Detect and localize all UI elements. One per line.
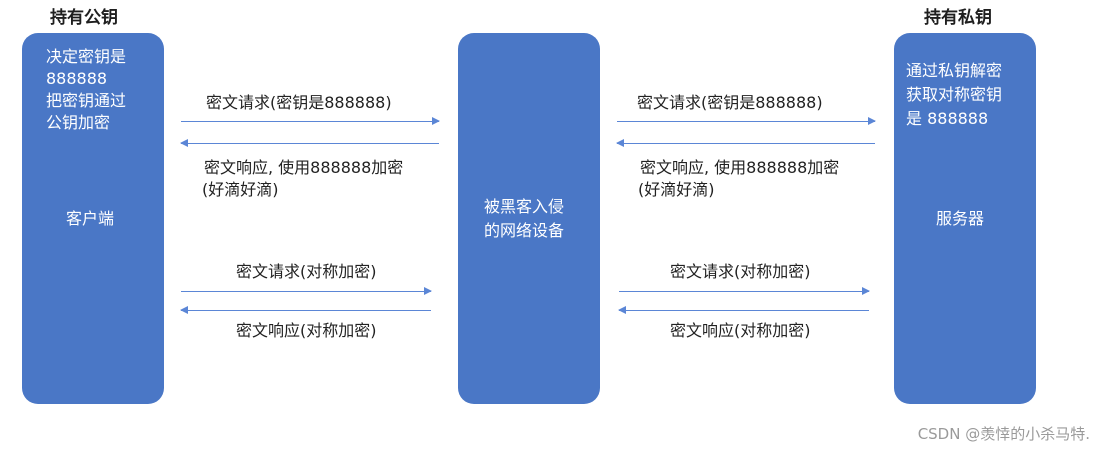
client-line: 公钥加密 xyxy=(46,113,111,132)
middle-line: 被黑客入侵 xyxy=(484,197,565,216)
right-req2-label: 密文请求(对称加密) xyxy=(670,262,811,281)
right-req2-arrow xyxy=(619,287,870,295)
right-resp1-label: (好滴好滴) xyxy=(638,180,715,199)
client-box: 决定密钥是 888888 把密钥通过 公钥加密 客户端 xyxy=(22,33,164,404)
left-resp2-arrow xyxy=(180,306,431,314)
middle-line: 的网络设备 xyxy=(484,221,565,240)
right-resp2-arrow xyxy=(618,306,869,314)
right-req1-label: 密文请求(密钥是888888) xyxy=(637,93,823,112)
middle-box: 被黑客入侵 的网络设备 xyxy=(458,33,600,404)
client-heading: 持有公钥 xyxy=(50,8,118,28)
left-req1-arrow xyxy=(181,117,440,125)
left-resp1-arrow xyxy=(180,139,439,147)
left-req2-arrow xyxy=(181,287,432,295)
right-resp1-arrow xyxy=(616,139,875,147)
right-resp1-label: 密文响应, 使用888888加密 xyxy=(640,158,840,177)
left-req1-label: 密文请求(密钥是888888) xyxy=(206,93,392,112)
client-name: 客户端 xyxy=(66,209,115,228)
server-line: 获取对称密钥 xyxy=(906,85,1003,104)
left-req2-label: 密文请求(对称加密) xyxy=(236,262,377,281)
server-box: 通过私钥解密 获取对称密钥 是 888888 服务器 xyxy=(894,33,1036,404)
right-resp2-label: 密文响应(对称加密) xyxy=(670,321,811,340)
left-resp2-label: 密文响应(对称加密) xyxy=(236,321,377,340)
watermark: CSDN @羡悻的小杀马特. xyxy=(917,425,1090,443)
server-heading: 持有私钥 xyxy=(924,8,992,28)
client-line: 888888 xyxy=(46,69,108,88)
server-line: 是 888888 xyxy=(906,109,989,128)
server-name: 服务器 xyxy=(936,209,985,228)
right-req1-arrow xyxy=(617,117,876,125)
server-line: 通过私钥解密 xyxy=(906,61,1003,80)
client-line: 决定密钥是 xyxy=(46,47,127,66)
client-line: 把密钥通过 xyxy=(46,91,127,110)
left-resp1-label: 密文响应, 使用888888加密 xyxy=(204,158,404,177)
left-resp1-label: (好滴好滴) xyxy=(202,180,279,199)
